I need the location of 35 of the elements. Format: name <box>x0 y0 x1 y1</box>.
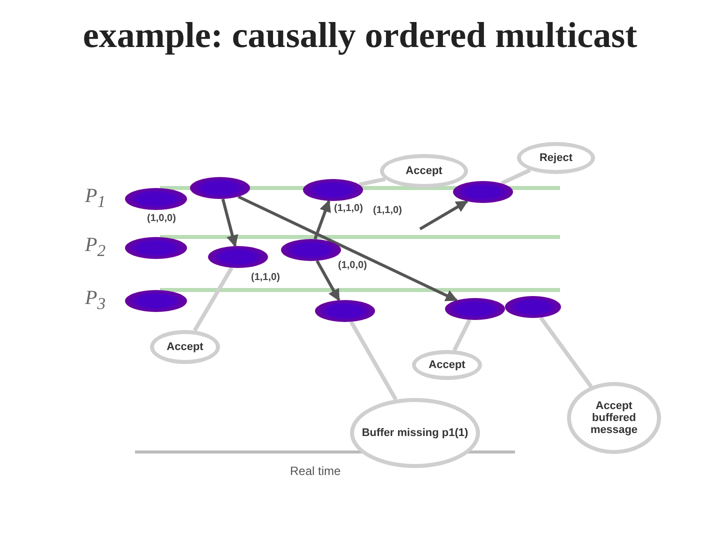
message-arrow <box>419 200 468 230</box>
axis-label: Real time <box>290 464 341 478</box>
process-label: P$_{3}$ <box>85 287 106 314</box>
process-label: P$_{2}$ <box>85 234 106 261</box>
title: example: causally ordered multicast <box>82 14 638 56</box>
event-ellipse <box>190 177 250 199</box>
leader-line <box>192 266 234 332</box>
message-arrow <box>238 195 458 302</box>
callout-text: Accept <box>428 359 466 371</box>
message-arrow <box>316 260 340 302</box>
event-ellipse <box>303 179 363 201</box>
edge-label: (1,1,0) <box>333 203 364 214</box>
edge-label: (1,1,0) <box>250 272 281 283</box>
leader-line <box>358 177 386 187</box>
callout-text: Reject <box>538 152 574 164</box>
event-ellipse <box>208 246 268 268</box>
callout-text: Accept <box>166 341 204 353</box>
edge-label: (1,0,0) <box>337 260 368 271</box>
event-ellipse <box>125 188 187 210</box>
leader-line <box>539 316 593 388</box>
event-ellipse <box>445 298 505 320</box>
event-ellipse <box>281 239 341 261</box>
callout-text: Accept <box>404 165 444 177</box>
event-ellipse <box>505 296 561 318</box>
edge-label: (1,0,0) <box>146 213 177 224</box>
message-arrow <box>221 198 238 248</box>
process-label: P$_{1}$ <box>85 185 106 212</box>
event-ellipse <box>315 300 375 322</box>
callout-text: Buffer missing p1(1) <box>360 427 470 439</box>
edge-label: (1,1,0) <box>372 205 403 216</box>
leader-line <box>349 320 398 401</box>
event-ellipse <box>453 181 513 203</box>
callout-text: Accept buffered message <box>589 400 639 436</box>
message-arrow <box>314 200 331 240</box>
leader-line <box>452 318 472 352</box>
